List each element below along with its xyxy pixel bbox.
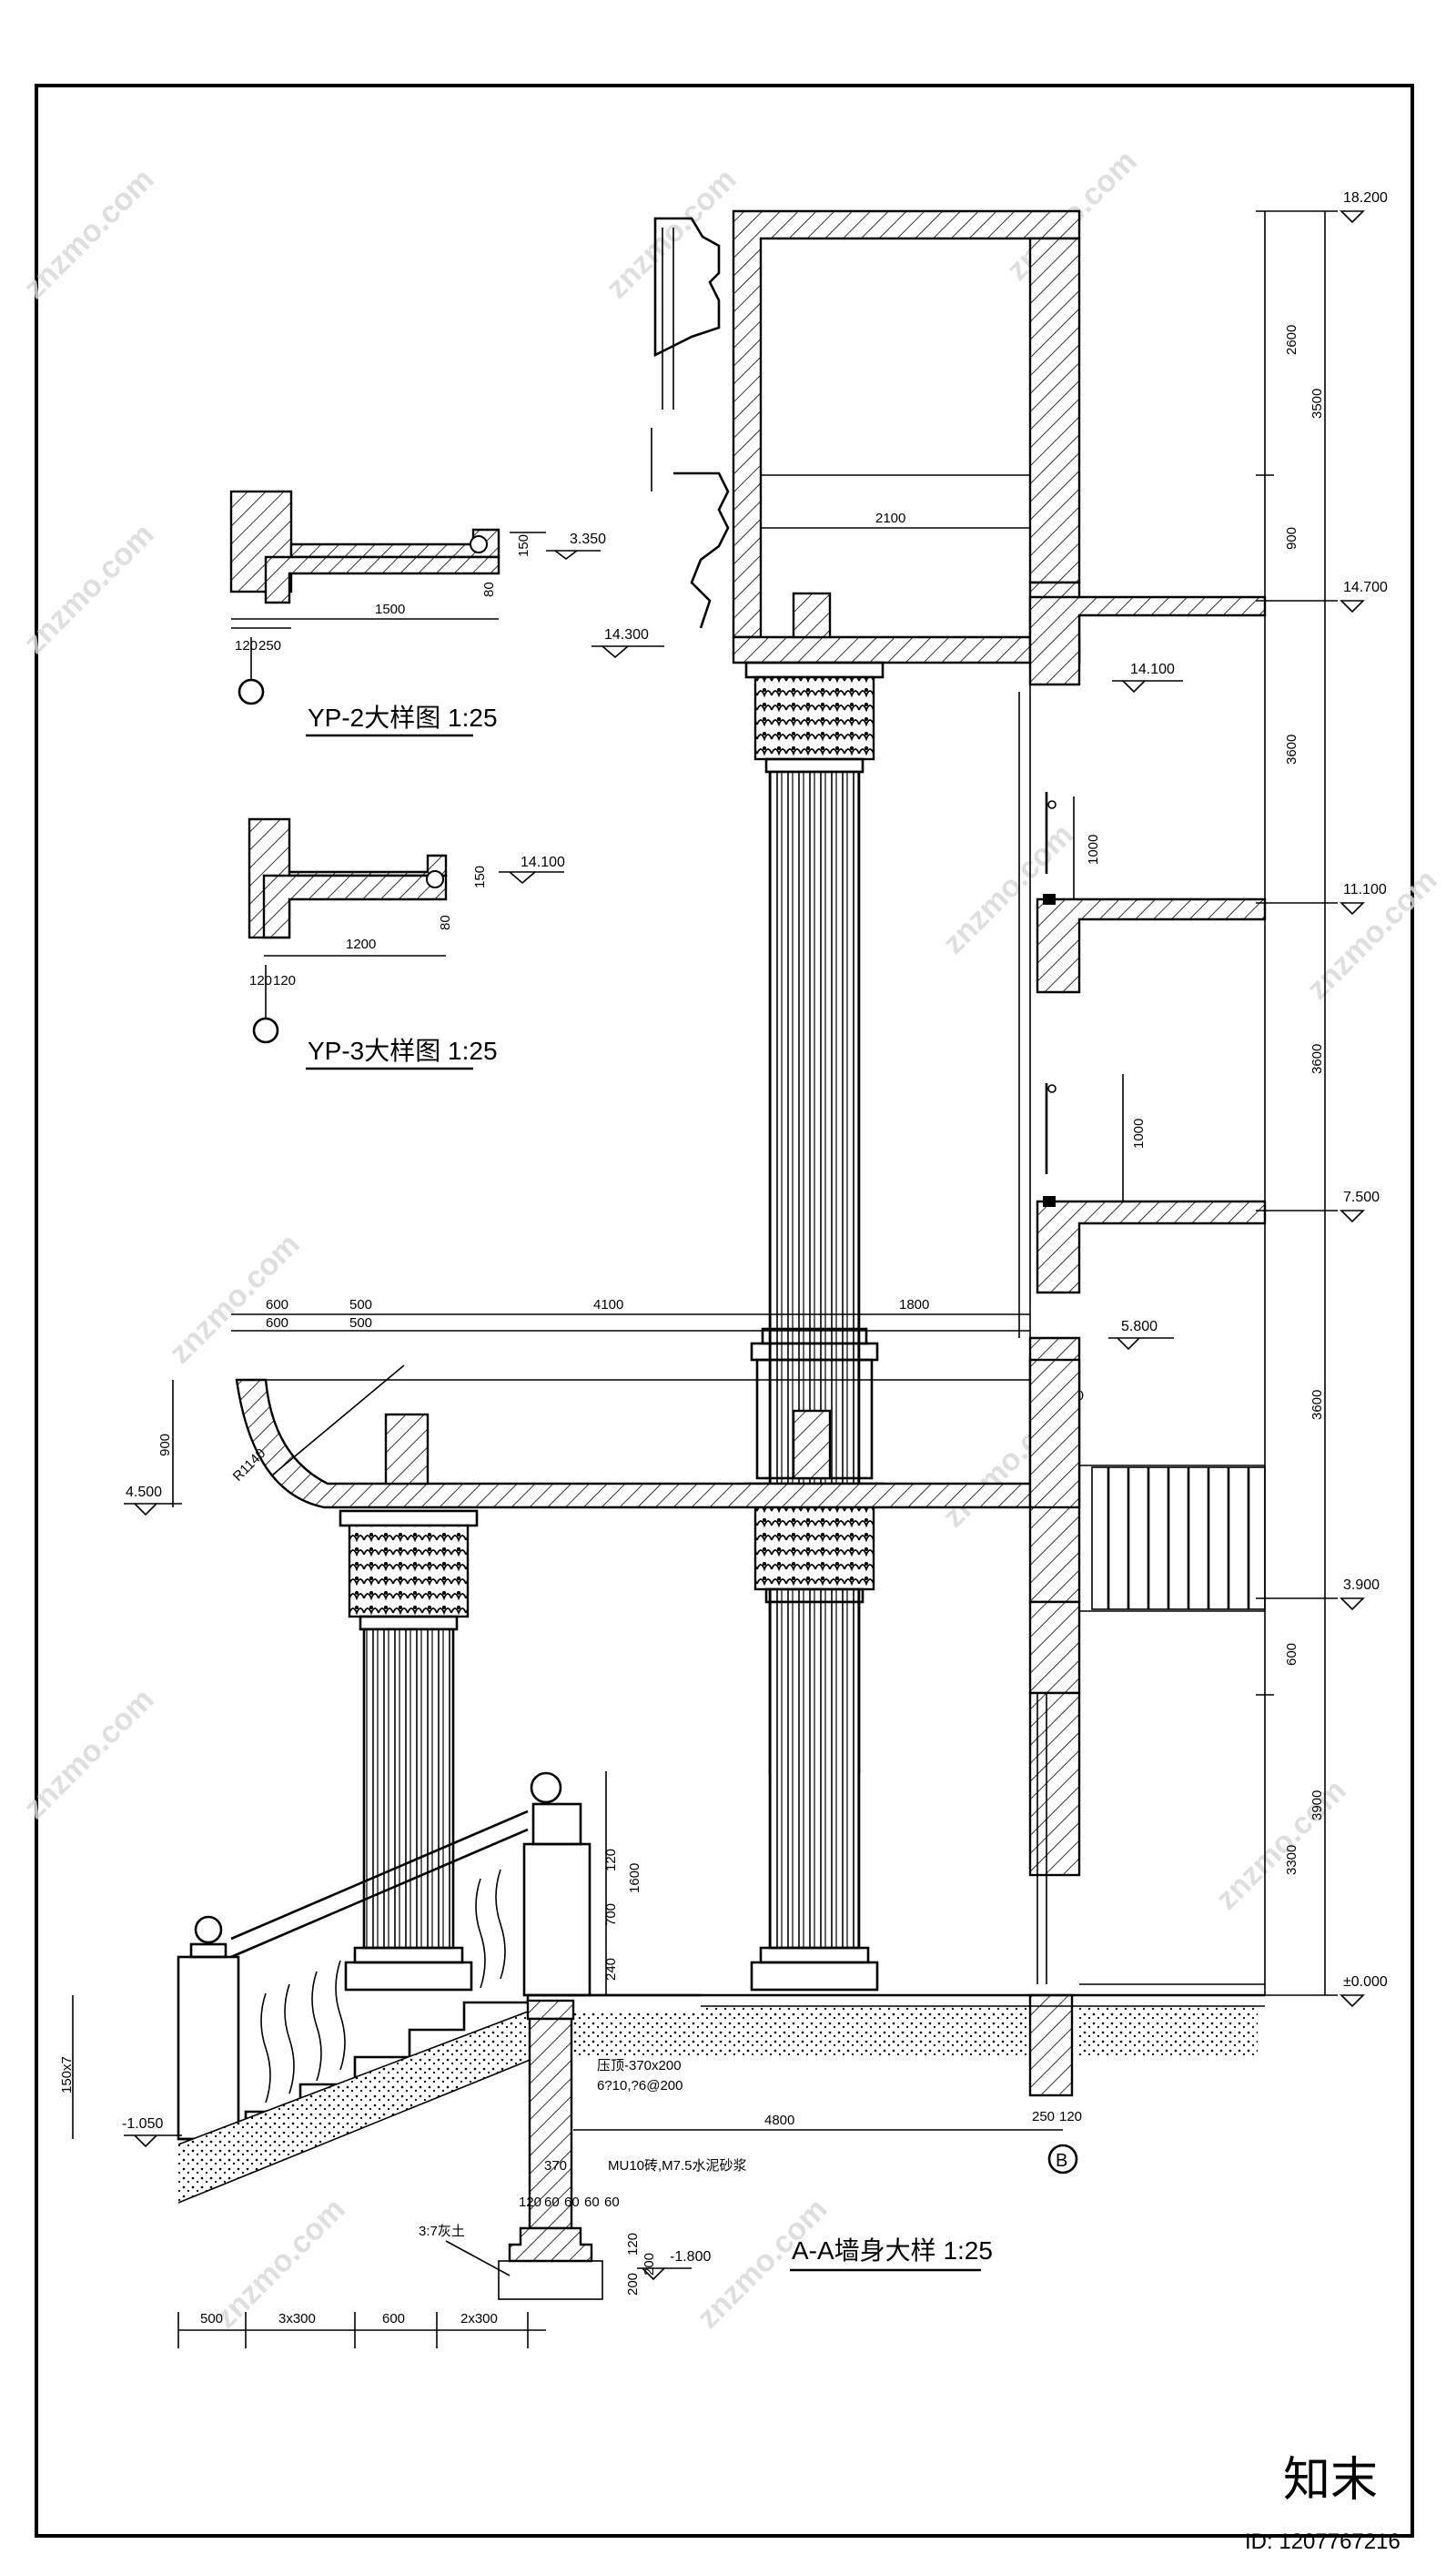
upper-structure: 2100 14.300: [592, 209, 1081, 664]
watermark-text: znzmo.com: [1209, 1773, 1353, 1917]
tall-column: [744, 661, 885, 1992]
stair-railing: 150x7 -1.050 1600 700 120 240: [59, 1771, 710, 2204]
bottom-dim: 600: [382, 2311, 405, 2327]
rail-dim: 120: [603, 1849, 619, 1871]
bottom-dim: 2x300: [460, 2311, 498, 2327]
bottom-dim: 500: [200, 2311, 223, 2327]
attic-width-dim: 2100: [875, 511, 905, 526]
found-dim: 200: [642, 2253, 657, 2276]
level-label: 7.500: [1343, 1190, 1380, 1205]
yp3-title: YP-3大样图 1:25: [308, 1037, 498, 1065]
rebar-note: 6?10,?6@200: [597, 2078, 682, 2093]
level-label: 18.200: [1343, 190, 1388, 206]
yp2-dim: 120: [235, 638, 258, 654]
level-label: 14.100: [1130, 662, 1175, 677]
rail-dim: 240: [603, 1958, 619, 1981]
rail-dim: 700: [603, 1903, 619, 1926]
found-dim: 120: [625, 2233, 641, 2256]
bottom-dim: 3x300: [278, 2311, 316, 2327]
yp2-width-dim: 1500: [375, 602, 405, 617]
top-dim: 500: [349, 1315, 372, 1331]
level-label: 3.350: [570, 532, 606, 547]
rail-dim: 1600: [627, 1863, 642, 1893]
span-dim: 4800: [764, 2113, 794, 2128]
rail-height-dim: 1000: [1131, 1119, 1147, 1149]
dim-3900: 3900: [1309, 1790, 1325, 1820]
yp2-dim: 80: [481, 582, 497, 597]
soil-note: 3:7灰土: [419, 2224, 465, 2239]
yp2-dim: 150: [516, 534, 531, 557]
found-dim: 60: [564, 2195, 580, 2210]
rail-height-dim: 1000: [1086, 835, 1101, 865]
yp3-detail: 1200 120 120 150 80 14.100 YP-3大样图 1:25: [248, 817, 565, 1070]
beam-note: 压顶-370x200: [597, 2058, 682, 2073]
top-dim: 4100: [593, 1297, 623, 1313]
yp2-detail: 1500 120 250 150 80 3.350 YP-2大样图 1:25: [229, 490, 606, 737]
wall-dim: 250: [1032, 2109, 1055, 2124]
yp3-dim: 150: [472, 866, 488, 888]
top-dim: 1800: [899, 1297, 929, 1313]
bottom-dimensions: 500 3x300 600 2x300 A-A墙身大样 1:25: [177, 2236, 993, 2348]
top-dim: 500: [349, 1297, 372, 1313]
found-dim: 370: [544, 2158, 567, 2174]
found-dim: 200: [625, 2273, 641, 2296]
yp3-width-dim: 1200: [346, 937, 376, 952]
balustrade-panel: [1091, 1466, 1266, 1610]
level-label: 4.500: [126, 1485, 162, 1500]
dim-3500: 3500: [1309, 389, 1325, 419]
entry-canopy: 600 500 600 500 4100 1800 R1140 900 4.50…: [124, 1297, 1081, 1516]
level-label: -1.050: [122, 2116, 163, 2132]
brick-note: MU10砖,M7.5水泥砂浆: [608, 2157, 747, 2174]
wall-dim: 120: [1059, 2109, 1082, 2124]
level-label: ±0.000: [1343, 1974, 1388, 1990]
entry-column: [339, 1509, 479, 1992]
top-dim: 600: [266, 1315, 288, 1331]
yp3-dim: 120: [273, 973, 296, 988]
dim-3600: 3600: [1284, 735, 1299, 765]
level-label: -1.800: [670, 2249, 711, 2265]
level-label: 14.100: [521, 855, 565, 870]
dim-900: 900: [1284, 527, 1299, 550]
dim-3600: 3600: [1309, 1044, 1325, 1074]
sheet-border: [35, 84, 1414, 2538]
dim-600: 600: [1284, 1643, 1299, 1666]
yp2-title: YP-2大样图 1:25: [308, 704, 498, 732]
stair-dim: 150x7: [59, 2056, 75, 2093]
dim-2600: 2600: [1284, 325, 1299, 355]
level-label: 11.100: [1343, 882, 1387, 897]
ground-foundation: 压顶-370x200 6?10,?6@200 MU10砖,M7.5水泥砂浆 3:…: [419, 1993, 1265, 2300]
yp2-dim: 250: [258, 638, 281, 654]
section-title: A-A墙身大样 1:25: [792, 2236, 993, 2265]
found-dim: 60: [584, 2195, 600, 2210]
watermark-text: znzmo.com: [17, 1682, 161, 1826]
watermark-text: znzmo.com: [17, 517, 161, 661]
level-label: 3.900: [1343, 1577, 1380, 1593]
dim-3600: 3600: [1309, 1390, 1325, 1420]
level-label: 14.300: [604, 627, 649, 643]
level-label: 5.800: [1121, 1319, 1158, 1334]
canopy-height-dim: 900: [157, 1434, 173, 1456]
top-dim: 600: [266, 1297, 288, 1313]
brand-footer: 知末 ID: 1207767216: [1245, 2454, 1400, 2554]
radius-dim: R1140: [230, 1445, 268, 1484]
yp3-dim: 80: [438, 915, 453, 930]
yp3-dim: 120: [249, 973, 272, 988]
watermark-text: znzmo.com: [17, 162, 161, 306]
axis-label: B: [1056, 2151, 1067, 2171]
brand-logo: 知末: [1283, 2454, 1378, 2507]
right-dimension-chain: 2600 3500 900 3600 3600 3600 600 3900 33…: [1108, 190, 1388, 2008]
image-id: ID: 1207767216: [1245, 2529, 1400, 2554]
found-dim: 60: [604, 2195, 620, 2210]
dim-3300: 3300: [1284, 1845, 1299, 1875]
watermark-text: znzmo.com: [600, 162, 743, 306]
axis-bubble: [1047, 2144, 1078, 2175]
found-dim: 60: [544, 2195, 560, 2210]
found-dim: 120: [519, 2195, 541, 2210]
level-label: 14.700: [1343, 580, 1388, 595]
